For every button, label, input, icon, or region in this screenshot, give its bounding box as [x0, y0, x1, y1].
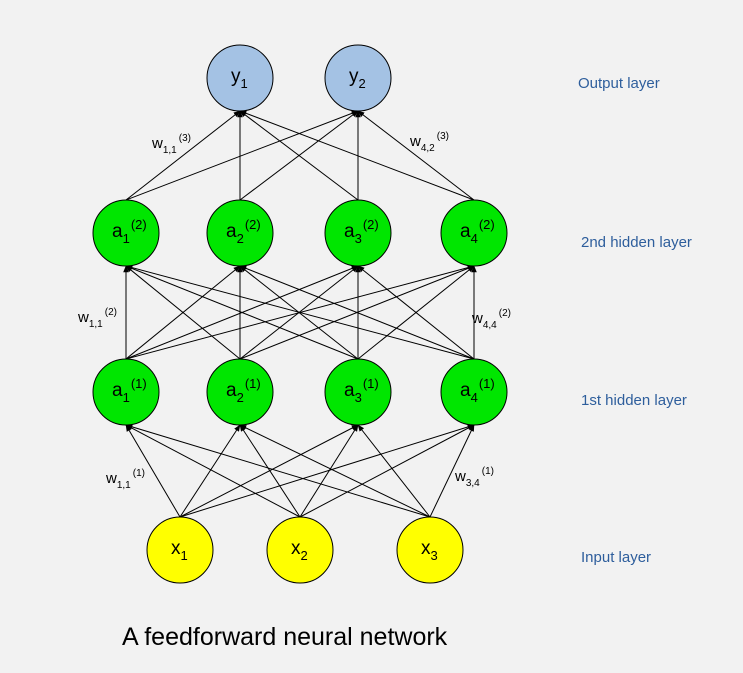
edge-hidden2-1-to-output-2 — [125, 110, 359, 201]
layer-labels: Output layer 2nd hidden layer 1st hidden l… — [578, 75, 692, 566]
node-hidden1-4: a4(1) — [440, 358, 508, 426]
node-hidden2-2: a2(2) — [206, 199, 274, 267]
node-input-3-label: x3 — [421, 538, 438, 563]
node-hidden2-2-circle — [206, 199, 274, 267]
node-hidden2-1: a1(2) — [92, 199, 160, 267]
node-hidden1-1: a1(1) — [92, 358, 160, 426]
node-hidden2-4: a4(2) — [440, 199, 508, 267]
node-hidden2-3-circle — [324, 199, 392, 267]
layer-label-output: Output layer — [578, 75, 660, 92]
edge-hidden2-1-to-output-1 — [125, 110, 241, 201]
node-hidden1-1-label: a1(1) — [112, 376, 147, 405]
node-input-1-label: x1 — [171, 538, 188, 563]
node-output-1-circle — [206, 44, 274, 112]
node-input-3: x3 — [396, 516, 464, 584]
node-hidden2-4-label: a4(2) — [460, 217, 495, 246]
weight-labels: w1,1(3) w4,2(3) w1,1(2) w4,4(2) w1,1(1) w3,4(… — [77, 131, 511, 491]
layer-label-hidden2: 2nd hidden layer — [581, 234, 692, 251]
edge-input-2-to-hidden1-2 — [239, 424, 301, 518]
weight-label-w3-4-1: w3,4(1) — [454, 466, 494, 489]
node-hidden2-3-label: a3(2) — [344, 217, 379, 246]
edge-input-3-to-hidden1-4 — [429, 424, 475, 518]
node-input-1-circle — [146, 516, 214, 584]
edge-hidden1-4-to-hidden2-2 — [239, 265, 475, 360]
node-input-1: x1 — [146, 516, 214, 584]
edge-hidden2-4-to-output-1 — [239, 110, 475, 201]
node-hidden1-1-circle — [92, 358, 160, 426]
node-hidden2-1-label: a1(2) — [112, 217, 147, 246]
edge-hidden1-4-to-hidden2-3 — [357, 265, 475, 360]
weight-label-w1-1-1: w1,1(1) — [105, 468, 145, 491]
node-input-2-label: x2 — [291, 538, 308, 563]
node-output-2-label: y2 — [349, 66, 366, 91]
node-hidden1-2: a2(1) — [206, 358, 274, 426]
weight-label-w4-4-2: w4,4(2) — [471, 308, 511, 331]
node-hidden1-4-circle — [440, 358, 508, 426]
node-hidden2-1-circle — [92, 199, 160, 267]
connections — [123, 110, 477, 518]
edge-input-2-to-hidden1-4 — [299, 424, 475, 518]
edge-input-2-to-hidden1-3 — [299, 424, 359, 518]
edge-input-3-to-hidden1-2 — [239, 424, 431, 518]
edge-input-3-to-hidden1-3 — [357, 424, 431, 518]
weight-label-w1-1-2: w1,1(2) — [77, 307, 117, 330]
node-hidden1-3-circle — [324, 358, 392, 426]
edge-hidden2-4-to-output-2 — [357, 110, 475, 201]
edge-input-1-to-hidden1-2 — [179, 424, 241, 518]
node-input-3-circle — [396, 516, 464, 584]
layer-label-hidden1: 1st hidden layer — [581, 392, 687, 409]
edge-hidden1-2-to-hidden2-1 — [125, 265, 241, 360]
node-hidden1-3: a3(1) — [324, 358, 392, 426]
node-input-2: x2 — [266, 516, 334, 584]
weight-label-w4-2-3: w4,2(3) — [409, 131, 449, 154]
node-hidden1-4-label: a4(1) — [460, 376, 495, 405]
layer-label-input: Input layer — [581, 549, 651, 566]
edge-input-1-to-hidden1-3 — [179, 424, 359, 518]
edge-hidden2-3-to-output-1 — [239, 110, 359, 201]
node-output-2: y2 — [324, 44, 392, 112]
weight-label-w1-1-3: w1,1(3) — [151, 133, 191, 156]
edge-input-2-to-hidden1-1 — [125, 424, 301, 518]
node-hidden2-3: a3(2) — [324, 199, 392, 267]
edge-hidden1-3-to-hidden2-1 — [125, 265, 359, 360]
neurons: y1 y2 a1(2) a2(2) a3(2) a4(2) a1(1) a2(1) a3(1) a… — [92, 44, 508, 584]
node-hidden2-4-circle — [440, 199, 508, 267]
node-output-1-label: y1 — [231, 66, 248, 91]
node-hidden1-2-circle — [206, 358, 274, 426]
node-output-2-circle — [324, 44, 392, 112]
edge-input-3-to-hidden1-1 — [125, 424, 431, 518]
diagram-caption: A feedforward neural network — [122, 623, 448, 651]
node-hidden2-2-label: a2(2) — [226, 217, 261, 246]
node-output-1: y1 — [206, 44, 274, 112]
node-hidden1-2-label: a2(1) — [226, 376, 261, 405]
node-input-2-circle — [266, 516, 334, 584]
edge-input-1-to-hidden1-1 — [125, 424, 181, 518]
edge-input-1-to-hidden1-4 — [179, 424, 475, 518]
edge-hidden1-4-to-hidden2-1 — [125, 264, 475, 360]
node-hidden1-3-label: a3(1) — [344, 376, 379, 405]
